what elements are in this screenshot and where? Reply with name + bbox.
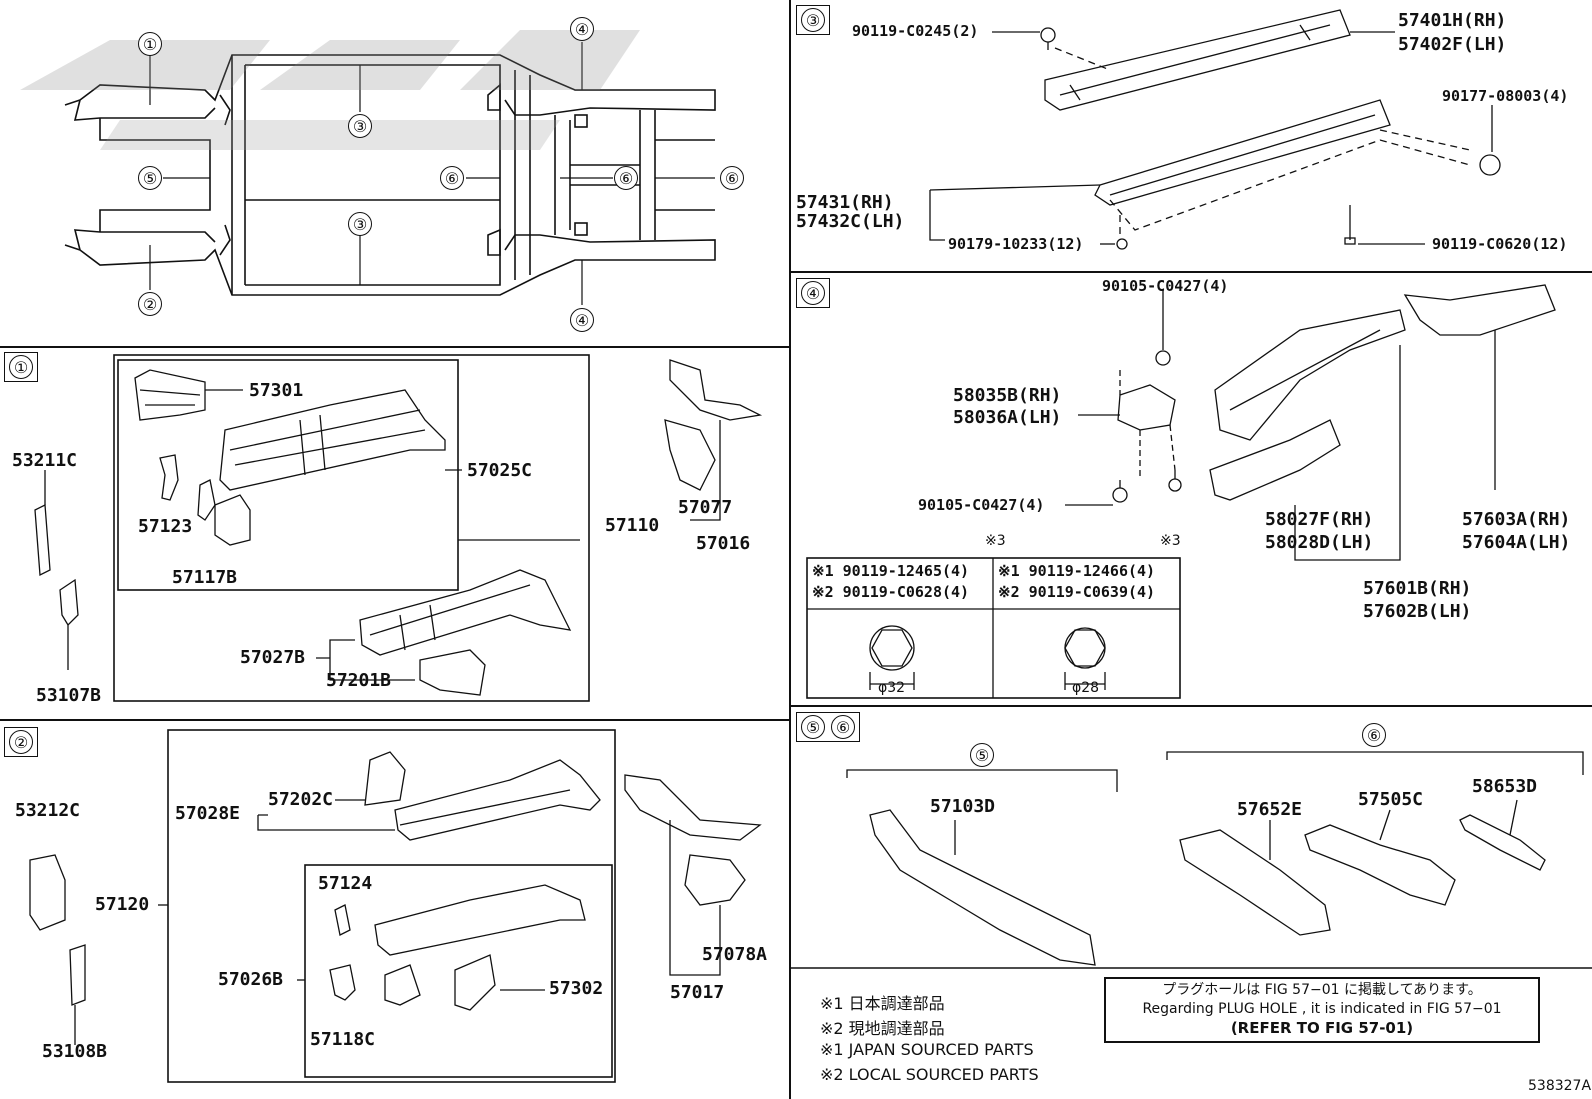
part-90177-08003[interactable]: 90177-08003(4) xyxy=(1442,87,1569,105)
part-90119-C0245[interactable]: 90119-C0245(2) xyxy=(852,22,979,40)
table-left-row1: ※1 90119-12465(4) xyxy=(812,562,970,580)
group-5-callout: ⑤ xyxy=(970,743,994,767)
plug-hole-reference-box: プラグホールは FIG 57−01 に掲載してあります。 Regarding P… xyxy=(1104,977,1540,1043)
overview-callout-1: ① xyxy=(138,32,162,56)
part-57601B-rh[interactable]: 57601B(RH) xyxy=(1363,578,1472,599)
note-local-sourced-jp: ※2 現地調達部品 xyxy=(820,1019,945,1038)
part-58653D[interactable]: 58653D xyxy=(1472,776,1538,797)
figure-id: 538327A xyxy=(1528,1078,1592,1094)
refbox-line-jp: プラグホールは FIG 57−01 に掲載してあります。 xyxy=(1162,982,1482,998)
section1-parts xyxy=(34,359,763,696)
part-58036A-lh[interactable]: 58036A(LH) xyxy=(953,407,1062,428)
section-2-header: ② xyxy=(4,727,38,757)
note-japan-sourced-en: ※1 JAPAN SOURCED PARTS xyxy=(820,1040,1034,1059)
part-53108B[interactable]: 53108B xyxy=(42,1041,108,1062)
part-57025C[interactable]: 57025C xyxy=(467,460,533,481)
table-right-row2: ※2 90119-C0639(4) xyxy=(998,583,1156,601)
section-1-label: ① xyxy=(9,355,33,379)
overview-callout-6a: ⑥ xyxy=(440,166,464,190)
mark-3-right: ※3 xyxy=(1160,533,1181,549)
part-57431-rh[interactable]: 57431(RH) xyxy=(796,192,894,213)
part-57604A-lh[interactable]: 57604A(LH) xyxy=(1462,532,1571,553)
table-left-row2: ※2 90119-C0628(4) xyxy=(812,583,970,601)
part-90105-C0427-mid[interactable]: 90105-C0427(4) xyxy=(918,496,1045,514)
section-4-label: ④ xyxy=(801,281,825,305)
part-57124[interactable]: 57124 xyxy=(318,873,373,894)
refbox-line-en: Regarding PLUG HOLE , it is indicated in… xyxy=(1142,1001,1502,1017)
part-57026B[interactable]: 57026B xyxy=(218,969,284,990)
section-5-label: ⑤ xyxy=(801,715,825,739)
part-57078A[interactable]: 57078A xyxy=(702,944,768,965)
note-local-sourced-en: ※2 LOCAL SOURCED PARTS xyxy=(820,1065,1039,1084)
part-57201B[interactable]: 57201B xyxy=(326,670,392,691)
part-57602B-lh[interactable]: 57602B(LH) xyxy=(1363,601,1472,622)
section-3-label: ③ xyxy=(801,8,825,32)
part-57027B[interactable]: 57027B xyxy=(240,647,306,668)
overview-callout-3b: ③ xyxy=(348,212,372,236)
section56-parts xyxy=(846,751,1584,966)
part-57017[interactable]: 57017 xyxy=(670,982,725,1003)
group-6-callout: ⑥ xyxy=(1362,723,1386,747)
part-53212C[interactable]: 53212C xyxy=(15,800,81,821)
part-58035B-rh[interactable]: 58035B(RH) xyxy=(953,385,1062,406)
note-japan-sourced-jp: ※1 日本調達部品 xyxy=(820,994,945,1013)
part-57103D[interactable]: 57103D xyxy=(930,796,996,817)
part-57117B[interactable]: 57117B xyxy=(172,567,238,588)
watermark-logo xyxy=(20,30,640,150)
part-57301[interactable]: 57301 xyxy=(249,380,304,401)
part-58027F-rh[interactable]: 58027F(RH) xyxy=(1265,509,1374,530)
section3-parts xyxy=(929,9,1501,250)
part-57603A-rh[interactable]: 57603A(RH) xyxy=(1462,509,1571,530)
dimension-phi28: φ28 xyxy=(1072,680,1100,696)
section-6-label: ⑥ xyxy=(831,715,855,739)
section4-parts xyxy=(806,284,1556,699)
part-57118C[interactable]: 57118C xyxy=(310,1029,376,1050)
section-56-header: ⑤ ⑥ xyxy=(796,712,860,742)
overview-callout-5: ⑤ xyxy=(138,166,162,190)
refbox-line-refer[interactable]: (REFER TO FIG 57-01) xyxy=(1230,1019,1414,1037)
overview-callout-2: ② xyxy=(138,292,162,316)
dimension-phi32: φ32 xyxy=(878,680,906,696)
section2-parts xyxy=(29,751,762,1045)
part-57028E[interactable]: 57028E xyxy=(175,803,241,824)
part-90179-10233[interactable]: 90179-10233(12) xyxy=(948,235,1084,253)
overview-callout-4b: ④ xyxy=(570,308,594,332)
part-57123[interactable]: 57123 xyxy=(138,516,193,537)
overview-callout-4a: ④ xyxy=(570,17,594,41)
part-53107B[interactable]: 53107B xyxy=(36,685,102,706)
overview-callout-6b: ⑥ xyxy=(614,166,638,190)
section-4-header: ④ xyxy=(796,278,830,308)
part-53211C[interactable]: 53211C xyxy=(12,450,78,471)
overview-callout-6c: ⑥ xyxy=(720,166,744,190)
part-57302[interactable]: 57302 xyxy=(549,978,604,999)
part-57401H-rh[interactable]: 57401H(RH) xyxy=(1398,10,1507,31)
part-90119-C0620[interactable]: 90119-C0620(12) xyxy=(1432,235,1568,253)
table-right-row1: ※1 90119-12466(4) xyxy=(998,562,1156,580)
part-90105-C0427-top[interactable]: 90105-C0427(4) xyxy=(1102,277,1229,295)
part-57110[interactable]: 57110 xyxy=(605,515,660,536)
part-57120[interactable]: 57120 xyxy=(95,894,150,915)
mark-3-left: ※3 xyxy=(985,533,1006,549)
part-57202C[interactable]: 57202C xyxy=(268,789,334,810)
part-57402F-lh[interactable]: 57402F(LH) xyxy=(1398,34,1507,55)
part-58028D-lh[interactable]: 58028D(LH) xyxy=(1265,532,1374,553)
section-2-label: ② xyxy=(9,730,33,754)
section-1-header: ① xyxy=(4,352,38,382)
part-57652E[interactable]: 57652E xyxy=(1237,799,1303,820)
part-57505C[interactable]: 57505C xyxy=(1358,789,1424,810)
section-3-header: ③ xyxy=(796,5,830,35)
part-57016[interactable]: 57016 xyxy=(696,533,751,554)
overview-callout-3a: ③ xyxy=(348,114,372,138)
part-57077[interactable]: 57077 xyxy=(678,497,733,518)
part-57432C-lh[interactable]: 57432C(LH) xyxy=(796,211,905,232)
